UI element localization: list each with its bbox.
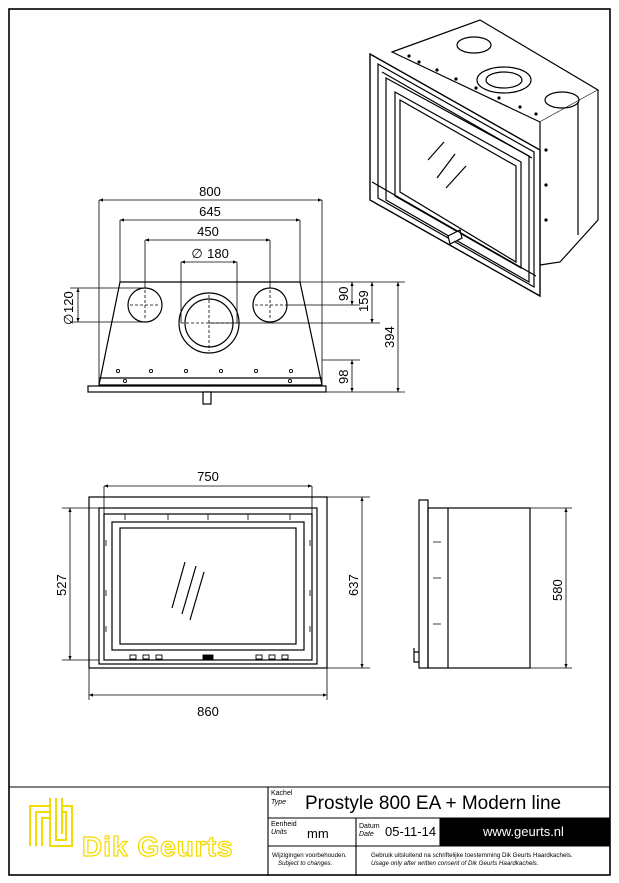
dim-645: 645 — [199, 204, 221, 219]
type-value: Prostyle 800 EA + Modern line — [305, 793, 562, 814]
top-view-outline — [98, 281, 323, 386]
website-link[interactable]: www.geurts.nl — [483, 824, 564, 839]
top-view-frame-bottom — [87, 385, 327, 393]
front-side-marks — [105, 540, 311, 632]
date-value: 05-11-14 — [385, 824, 437, 839]
dim-450: 450 — [197, 224, 219, 239]
front-view-dimensions — [62, 484, 370, 700]
isometric-view — [369, 19, 600, 298]
iso-door-frame — [385, 76, 530, 284]
date-label-nl: Datum — [359, 823, 380, 830]
dim-860: 860 — [197, 704, 219, 719]
logo-text: Dik Geurts — [82, 831, 234, 862]
iso-collar-center-inner — [485, 71, 523, 89]
dim-180: 180 — [207, 246, 229, 261]
changes-note-en: Subject to changes. — [278, 860, 333, 867]
front-door-recess — [111, 521, 305, 651]
iso-collar-left — [456, 36, 492, 54]
front-bottom-controls — [129, 654, 289, 661]
dim-159: 159 — [356, 290, 371, 312]
iso-glass — [399, 98, 517, 264]
top-view-holes — [115, 368, 294, 384]
iso-top-strip — [381, 71, 533, 159]
type-label-en: Type — [271, 799, 287, 806]
top-view — [87, 281, 327, 405]
dim-diameter-symbol-120: ∅ — [61, 314, 76, 325]
dim-527: 527 — [54, 574, 69, 596]
sheet-border — [8, 8, 611, 876]
dim-diameter-symbol-180: ∅ — [191, 246, 202, 261]
front-door — [103, 513, 313, 661]
top-view-dimensions — [70, 198, 405, 393]
side-view-dimensions — [530, 507, 572, 669]
dik-geurts-logo — [29, 798, 73, 847]
dim-580: 580 — [550, 579, 565, 601]
iso-collar-center-outer — [476, 66, 532, 94]
iso-top-holes — [407, 54, 548, 222]
dim-90: 90 — [336, 287, 351, 301]
units-label-en: Units — [271, 829, 287, 836]
type-label-nl: Kachel — [271, 790, 293, 797]
iso-glass-reflection — [427, 141, 467, 189]
dim-120: 120 — [61, 291, 76, 313]
dim-800: 800 — [199, 184, 221, 199]
consent-note-en: Usage only after written consent of Dik … — [371, 860, 539, 867]
iso-front-inner-frame — [377, 62, 535, 289]
dim-98: 98 — [336, 370, 351, 384]
consent-note-nl: Gebruik uitsluitend na schriftelijke toe… — [371, 852, 573, 859]
iso-front-frame — [369, 52, 541, 298]
front-inner-frame — [98, 507, 318, 665]
side-view — [413, 499, 531, 669]
front-glass — [119, 527, 297, 645]
front-glass-reflection — [171, 561, 205, 621]
iso-bottom-strip — [371, 181, 537, 277]
website-box — [440, 818, 610, 846]
side-marks — [433, 541, 441, 625]
dim-637: 637 — [346, 574, 361, 596]
front-top-clips — [124, 514, 291, 520]
units-value: mm — [307, 826, 329, 841]
top-view-dimension-labels: 800 645 450 ∅ 180 ∅ 120 90 159 394 98 — [61, 184, 397, 384]
side-front-plate — [418, 499, 429, 669]
iso-collar-right — [544, 91, 580, 109]
front-view-dimension-labels: 750 860 527 637 — [54, 469, 361, 719]
dim-750: 750 — [197, 469, 219, 484]
side-bottom-knob — [413, 648, 419, 663]
changes-note-nl: Wijzigingen voorbehouden. — [272, 852, 347, 859]
front-outer-frame — [88, 496, 328, 669]
iso-door-handle — [447, 229, 463, 245]
top-view-knob — [202, 391, 212, 405]
dim-394: 394 — [382, 326, 397, 348]
units-label-nl: Eenheid — [271, 821, 297, 828]
front-view — [88, 496, 328, 669]
date-label-en: Date — [359, 831, 374, 838]
side-body — [427, 507, 531, 669]
